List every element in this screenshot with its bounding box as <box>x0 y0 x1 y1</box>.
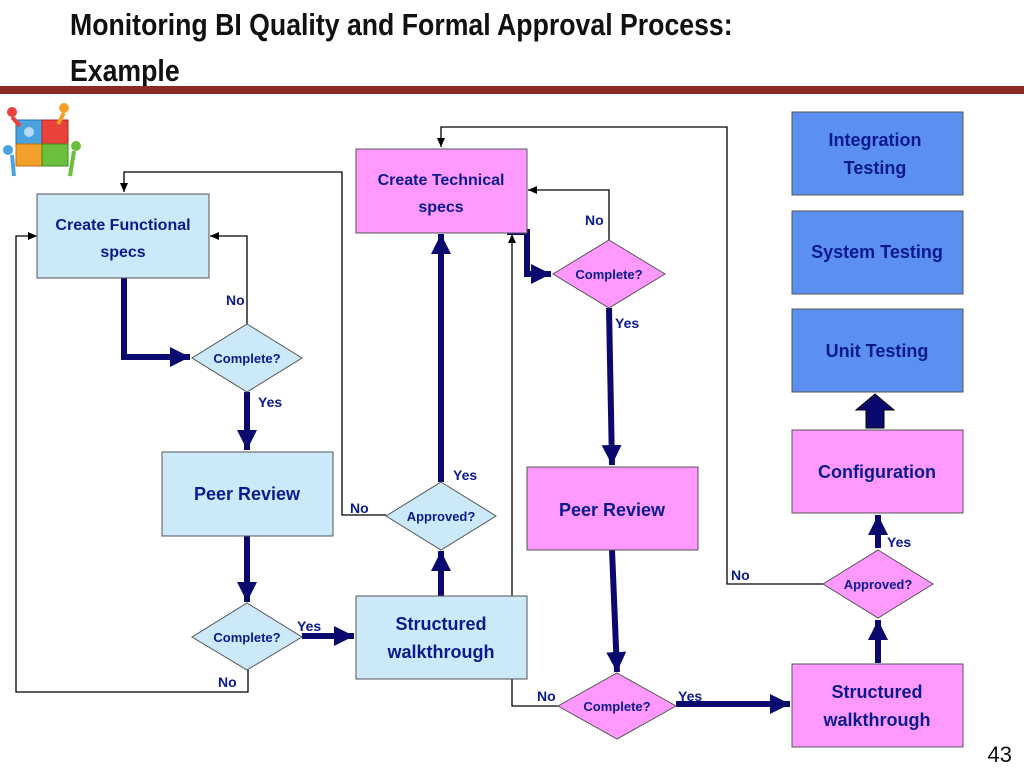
loop-peer2-no <box>508 234 560 707</box>
label-yes-func: Yes <box>258 394 282 410</box>
arrow-func-to-complete <box>121 278 190 367</box>
box-peer-review-2 <box>526 466 699 551</box>
arrow-complete-to-peer2 <box>601 307 622 466</box>
decision-diamonds <box>191 239 934 740</box>
process-boxes <box>36 111 964 748</box>
label-yes-tech: Yes <box>615 315 639 331</box>
label-yes-appr2: Yes <box>887 534 911 550</box>
label-unit-testing: Unit Testing <box>826 341 929 361</box>
loop-func-no <box>210 232 248 324</box>
diamond-peer2-complete <box>556 672 678 740</box>
arrow-peer2-to-complete <box>606 549 627 673</box>
label-yes-peer1: Yes <box>297 618 321 634</box>
diamond-func-complete <box>191 323 303 393</box>
box-create-technical-specs <box>355 148 528 234</box>
box-structured-walkthrough-2 <box>791 663 964 748</box>
puzzle-people-icon <box>3 103 81 177</box>
arrow-tech-to-complete <box>507 229 551 284</box>
box-integration-testing <box>791 111 964 196</box>
box-peer-review-1 <box>161 451 334 537</box>
diamond-approved-1 <box>385 481 497 551</box>
label-system-testing: System Testing <box>811 242 943 262</box>
box-structured-walkthrough-1 <box>355 595 528 680</box>
thin-connectors <box>15 126 823 707</box>
box-create-functional-specs <box>36 193 210 279</box>
box-configuration <box>791 429 964 514</box>
label-no-appr1: No <box>350 500 369 516</box>
loop-appr1-no <box>120 171 386 516</box>
label-no-tech: No <box>585 212 604 228</box>
loop-tech-no <box>528 186 610 240</box>
diamond-tech-complete <box>552 239 666 309</box>
diamond-peer1-complete <box>191 602 303 671</box>
label-yes-appr1: Yes <box>453 467 477 483</box>
label-no-peer1: No <box>218 674 237 690</box>
box-system-testing <box>791 210 964 295</box>
loop-peer1-no <box>15 232 249 693</box>
label-peer1-complete: Complete? <box>213 630 280 645</box>
label-approved-1: Approved? <box>407 509 476 524</box>
thick-connectors <box>121 229 888 714</box>
label-no-func: No <box>226 292 245 308</box>
label-no-appr2: No <box>731 567 750 583</box>
label-yes-peer2: Yes <box>678 688 702 704</box>
label-peer2-complete: Complete? <box>583 699 650 714</box>
slide-title: Monitoring BI Quality and Formal Approva… <box>70 7 733 88</box>
up-block-arrow <box>854 393 896 429</box>
diamond-approved-2 <box>822 549 934 619</box>
label-peer-review-1: Peer Review <box>194 484 301 504</box>
page-number: 43 <box>987 742 1012 767</box>
label-func-complete: Complete? <box>213 351 280 366</box>
box-unit-testing <box>791 308 964 393</box>
label-approved-2: Approved? <box>844 577 913 592</box>
loop-appr2-no <box>437 126 823 585</box>
label-configuration: Configuration <box>818 462 936 482</box>
title-divider <box>0 86 1024 94</box>
label-no-peer2: No <box>537 688 556 704</box>
label-tech-complete: Complete? <box>575 267 642 282</box>
label-peer-review-2: Peer Review <box>559 500 666 520</box>
